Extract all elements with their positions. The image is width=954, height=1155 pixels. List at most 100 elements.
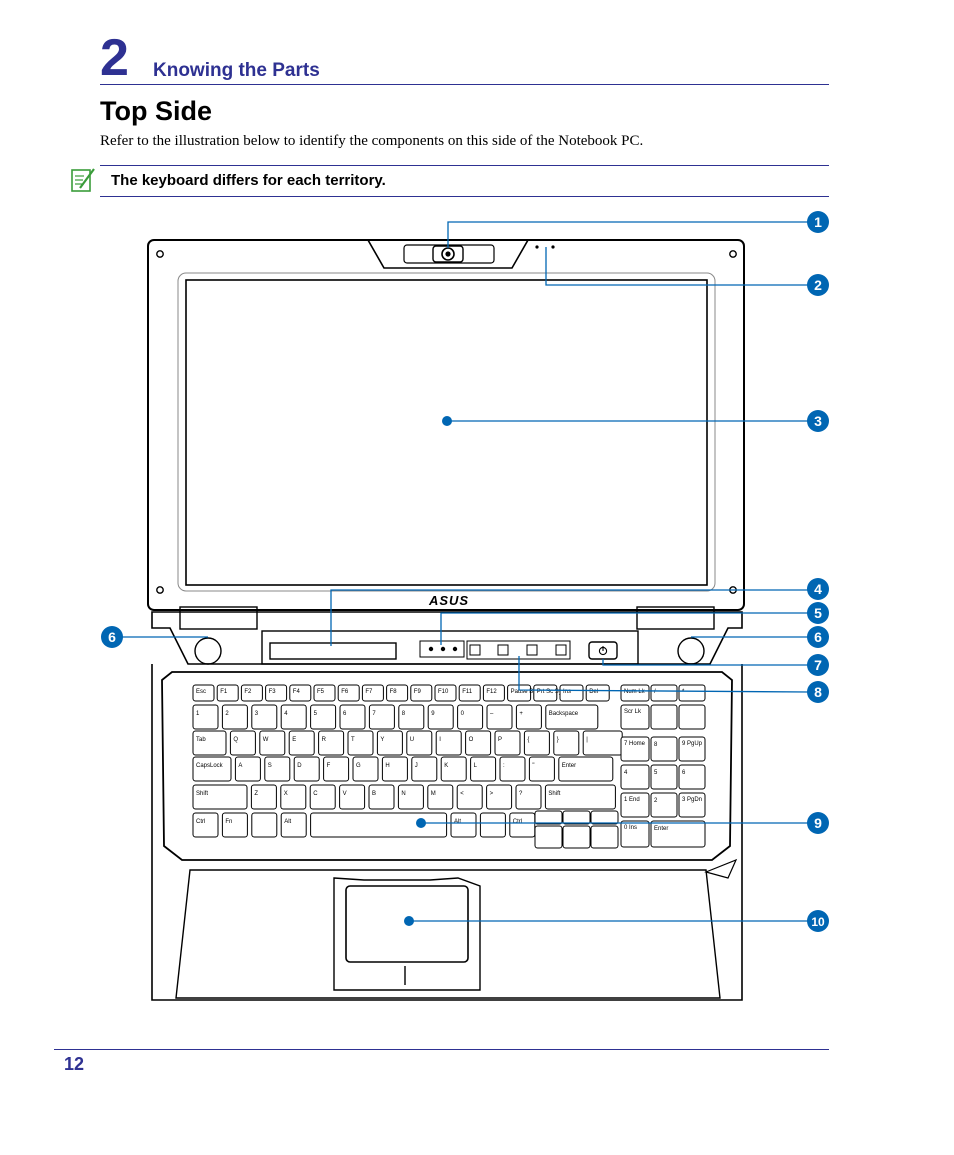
svg-text:Pause Break: Pause Break [511, 689, 546, 695]
numpad-key-3: Scr Lk [620, 704, 650, 730]
key-q: Q [229, 730, 256, 756]
numpad-key-1: / [650, 684, 678, 702]
key-b-5: B [368, 784, 395, 810]
svg-text:8: 8 [814, 684, 822, 700]
key-p: P [494, 730, 521, 756]
svg-text:F12: F12 [486, 689, 497, 695]
key-capslock: CapsLock [192, 756, 232, 782]
svg-text:C: C [313, 791, 318, 797]
svg-text:F5: F5 [317, 689, 325, 695]
svg-text:6: 6 [814, 629, 822, 645]
rog-logo [704, 858, 738, 879]
key-9: 9 [427, 704, 454, 730]
svg-text:U: U [410, 737, 414, 743]
svg-text:<: < [460, 791, 464, 797]
key-0: 0 [457, 704, 484, 730]
numpad-key-14: 3 PgDn [678, 792, 706, 818]
key-f8: F8 [386, 684, 409, 702]
key-shift-0: Shift [192, 784, 248, 810]
key-f10: F10 [434, 684, 457, 702]
microphone-left [535, 245, 539, 249]
numpad-key-7: 8 [650, 736, 678, 762]
key-7: 7 [368, 704, 395, 730]
svg-text:6: 6 [682, 770, 686, 776]
callout-8: 8 [807, 681, 829, 703]
callout-4: 4 [807, 578, 829, 600]
svg-text:10: 10 [811, 915, 825, 929]
svg-text:Y: Y [380, 737, 384, 743]
svg-text:F1: F1 [220, 689, 228, 695]
speaker-left [194, 637, 222, 665]
note-pencil-icon [71, 168, 95, 192]
key-sym-9: > [486, 784, 513, 810]
svg-text:": " [532, 763, 534, 769]
note-rule-top [100, 165, 829, 166]
svg-text:7: 7 [372, 711, 376, 717]
key-f1: F1 [216, 684, 239, 702]
svg-text:G: G [356, 763, 361, 769]
key-f: F [323, 756, 350, 782]
numpad-key-4 [650, 704, 678, 730]
hinge-panel [151, 606, 743, 665]
key-bottom-2 [251, 812, 278, 838]
svg-text:?: ? [519, 791, 523, 797]
asus-logo: ASUS [428, 593, 469, 608]
svg-text:5: 5 [814, 605, 822, 621]
numpad-key-0: Num Lk [620, 684, 650, 702]
key-5: 5 [310, 704, 337, 730]
svg-text:}: } [557, 737, 559, 743]
key-arrow-left [534, 825, 563, 849]
svg-text:+: + [519, 711, 523, 717]
svg-text:4: 4 [284, 711, 288, 717]
chapter-title: Knowing the Parts [153, 60, 320, 81]
numpad-key-13: 2 [650, 792, 678, 818]
svg-text:F2: F2 [244, 689, 252, 695]
touchpad [345, 885, 469, 963]
callout-5: 5 [807, 602, 829, 624]
key-bottom-0: Ctrl [192, 812, 219, 838]
svg-text:Enter: Enter [562, 763, 576, 769]
svg-text:Del: Del [589, 689, 598, 695]
svg-text:S: S [268, 763, 272, 769]
svg-text:Alt: Alt [284, 819, 291, 825]
numpad-key-11: 6 [678, 764, 706, 790]
svg-text:I: I [439, 737, 441, 743]
key-sym: + [515, 704, 542, 730]
numpad-key-16: Enter [650, 820, 706, 848]
callout-6-right: 6 [807, 626, 829, 648]
status-display [269, 642, 397, 660]
key-sym-8: < [456, 784, 483, 810]
note-rule-bottom [100, 196, 829, 197]
svg-text:9 PgUp: 9 PgUp [682, 741, 703, 747]
svg-text:Prt Sc Sys Rq: Prt Sc Sys Rq [537, 689, 574, 695]
svg-text:L: L [474, 763, 478, 769]
key-f4: F4 [289, 684, 312, 702]
chapter-number: 2 [100, 29, 129, 87]
svg-text:Q: Q [233, 737, 238, 743]
svg-text:4: 4 [624, 770, 628, 776]
key-6: 6 [339, 704, 366, 730]
callout-badges: 1 2 3 4 5 6 6 7 8 9 10 [101, 211, 829, 932]
svg-text:Tab: Tab [196, 737, 206, 743]
callout-6-left: 6 [101, 626, 123, 648]
svg-text:0: 0 [461, 711, 465, 717]
svg-text:Enter: Enter [654, 826, 668, 832]
key-bottom-1: Fn [221, 812, 248, 838]
svg-text:F11: F11 [462, 689, 473, 695]
key-ins: Ins [559, 684, 584, 702]
status-indicators [419, 640, 465, 658]
svg-text:F6: F6 [341, 689, 349, 695]
webcam-housing [366, 239, 555, 269]
svg-text:Backspace: Backspace [549, 711, 579, 717]
svg-text:F7: F7 [365, 689, 373, 695]
page-number: 12 [64, 1054, 85, 1074]
numpad-key-10: 5 [650, 764, 678, 790]
key-x-2: X [280, 784, 307, 810]
key-arrow-up [562, 810, 591, 825]
key-s: S [264, 756, 291, 782]
numpad-key-12: 1 End [620, 792, 650, 818]
speaker-right [677, 637, 705, 665]
key-w: W [259, 730, 286, 756]
key-sym-10: ? [515, 784, 542, 810]
